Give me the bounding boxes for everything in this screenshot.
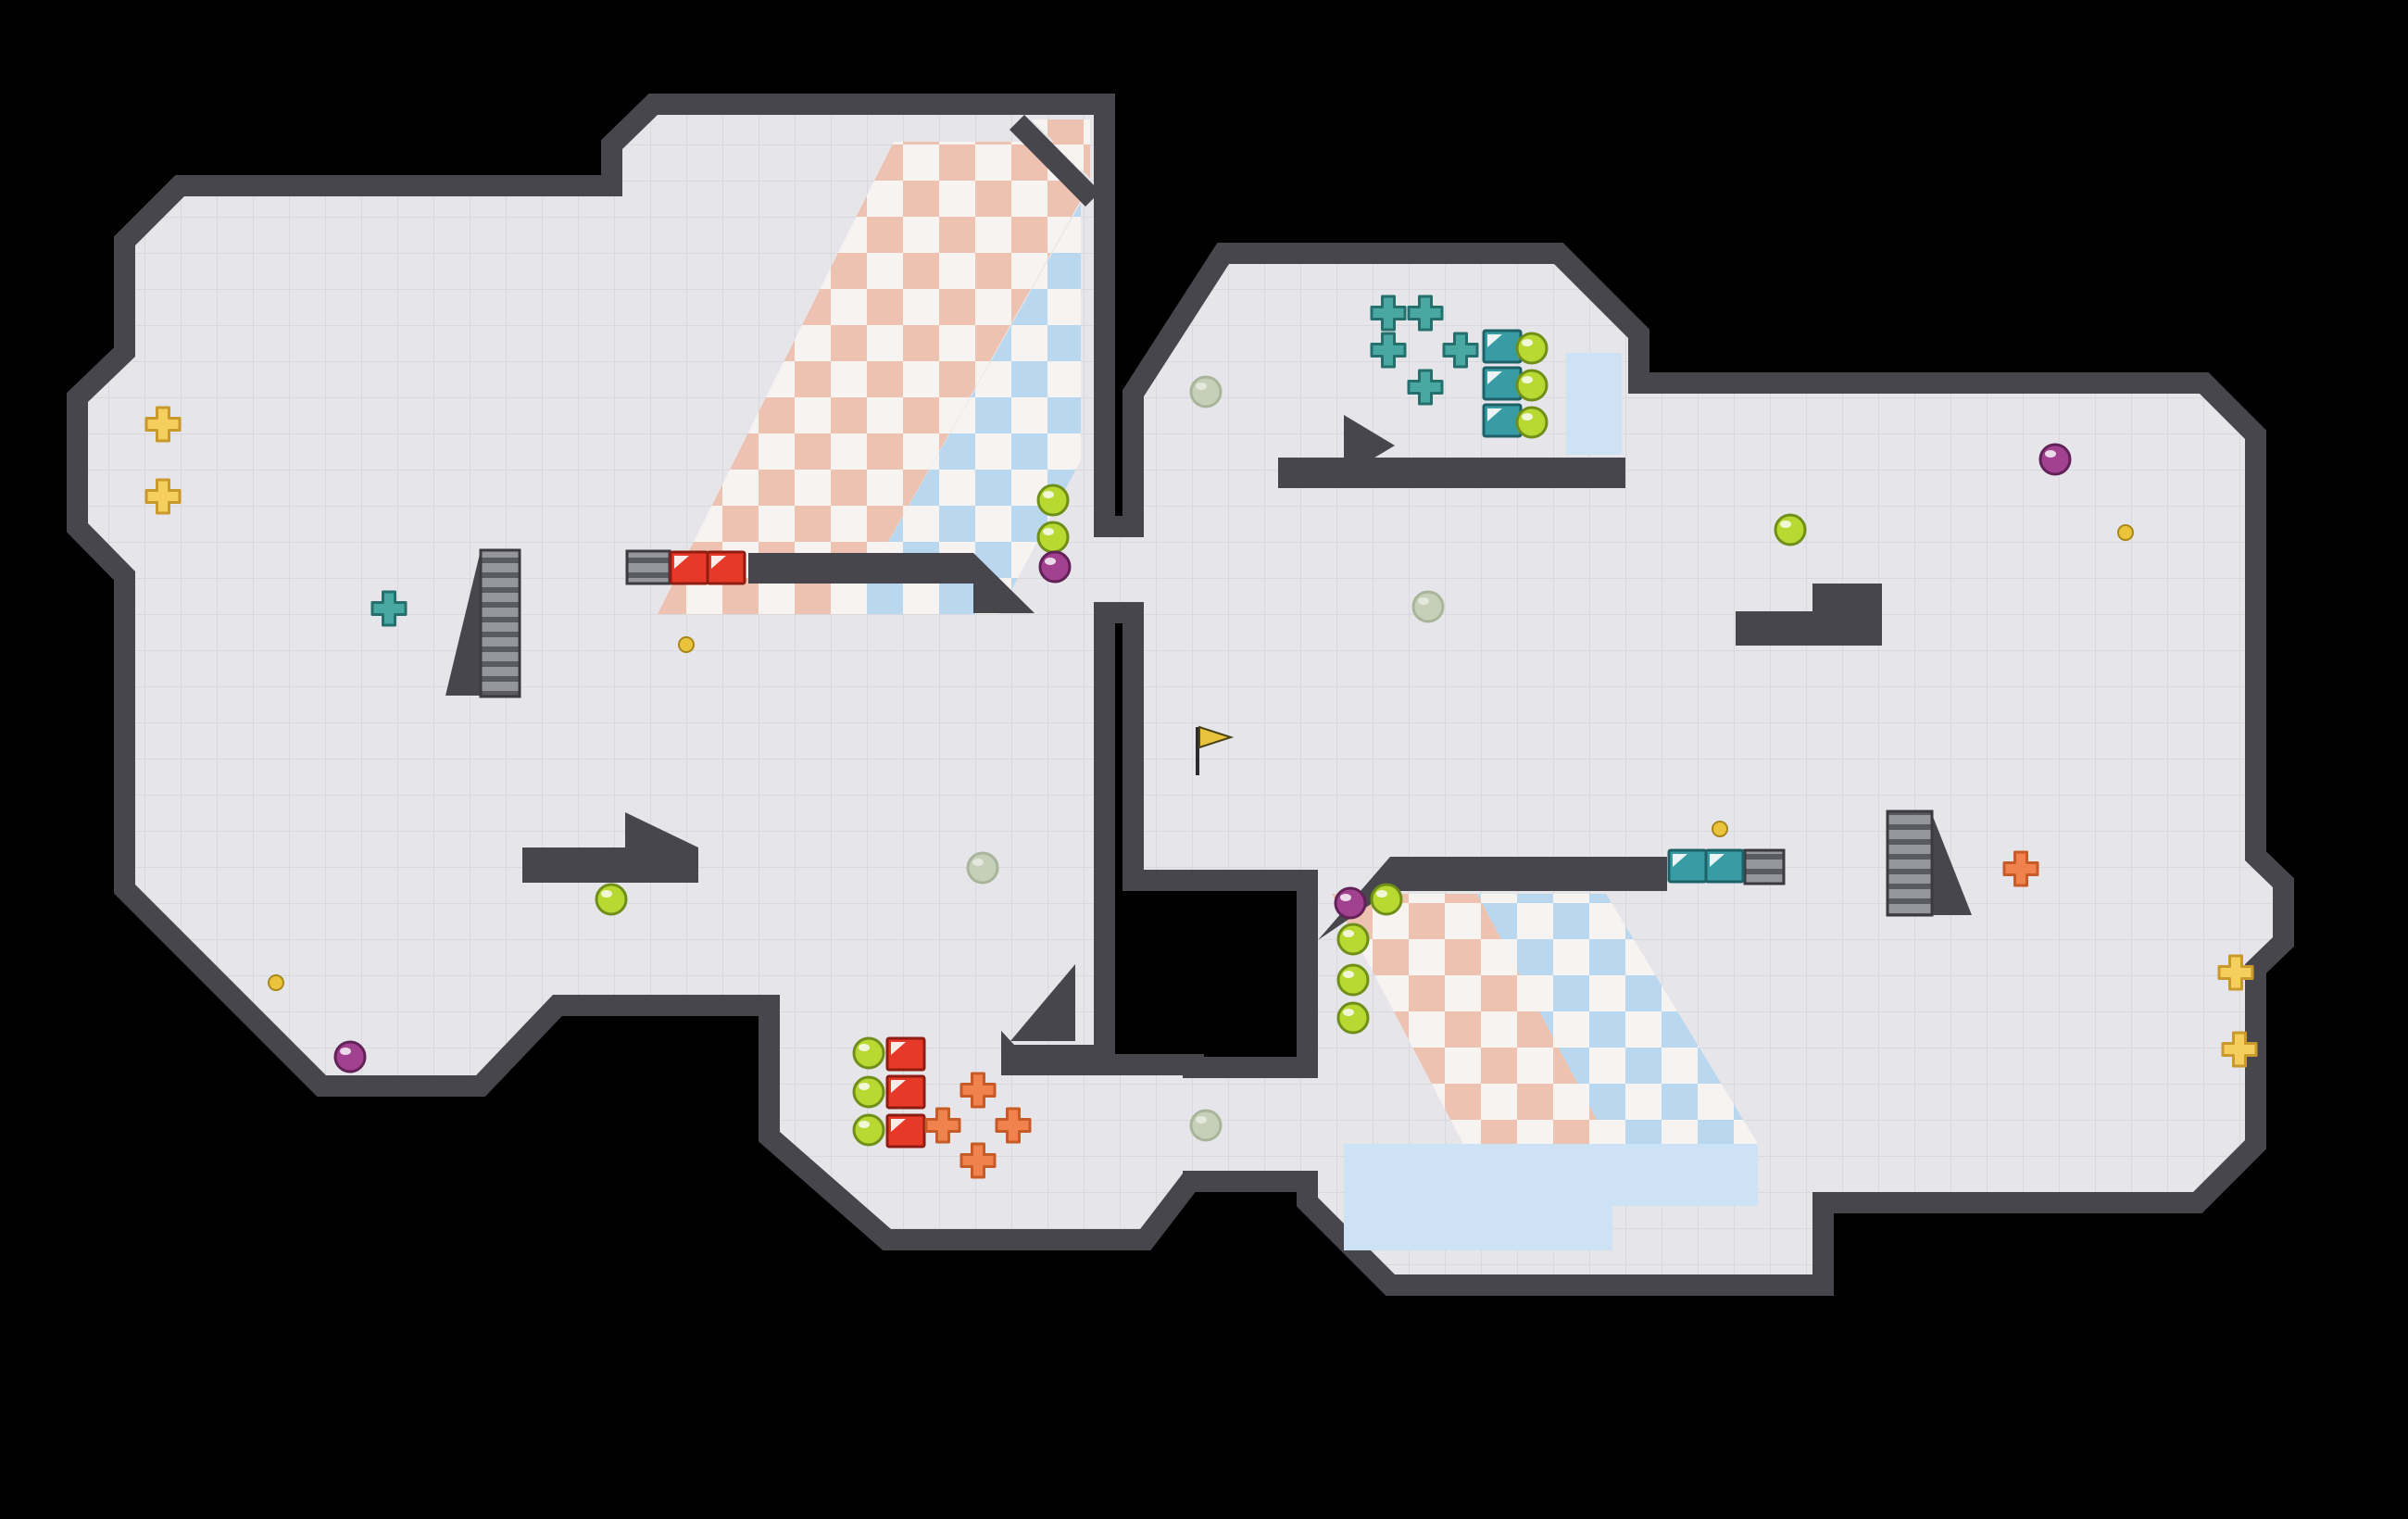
spawn-block-red[interactable] (669, 550, 709, 585)
pellet-yellow[interactable] (678, 636, 695, 653)
orb-purple[interactable] (333, 1040, 367, 1073)
orb-green[interactable] (1336, 1001, 1370, 1035)
orb-green[interactable] (852, 1036, 885, 1070)
vent-block (1886, 810, 1934, 917)
orb-pale[interactable] (1189, 375, 1223, 408)
powerup-cross-teal[interactable] (370, 590, 408, 627)
spawn-block-red[interactable] (885, 1113, 926, 1149)
pellet-yellow[interactable] (268, 974, 284, 991)
wall-wedge (973, 553, 1035, 613)
powerup-cross-teal[interactable] (1407, 295, 1444, 332)
powerup-cross-gold[interactable] (2217, 954, 2254, 991)
spawn-block-teal[interactable] (1667, 848, 1708, 884)
orb-green[interactable] (595, 883, 628, 916)
ramp-blue (1477, 894, 1758, 1144)
spawn-block-red[interactable] (885, 1036, 926, 1072)
orb-green[interactable] (1336, 923, 1370, 956)
ramp-pale (1344, 1144, 1758, 1250)
spawn-block-teal[interactable] (1482, 329, 1523, 364)
orb-green[interactable] (1515, 369, 1549, 402)
ramp-blue (847, 203, 1081, 614)
wall-wedge (1344, 415, 1395, 476)
wall-wedge (1932, 814, 1972, 915)
orb-green[interactable] (1336, 963, 1370, 997)
pellet-yellow[interactable] (2117, 524, 2134, 541)
wall-bar (1390, 857, 1667, 891)
orb-pale[interactable] (966, 851, 999, 885)
powerup-cross-teal[interactable] (1407, 369, 1444, 406)
wall-bar (1812, 584, 1882, 612)
orb-purple[interactable] (1038, 550, 1072, 584)
orb-green[interactable] (1515, 332, 1549, 365)
vent-block (479, 548, 521, 698)
orb-green[interactable] (1515, 406, 1549, 439)
spawn-block-red[interactable] (706, 550, 746, 585)
powerup-cross-orange[interactable] (995, 1107, 1032, 1144)
orb-pale[interactable] (1189, 1109, 1223, 1142)
powerup-cross-teal[interactable] (1370, 332, 1407, 369)
orb-green[interactable] (852, 1075, 885, 1109)
powerup-cross-gold[interactable] (144, 478, 182, 515)
ramp-pale (1566, 353, 1622, 455)
wall-wedge (445, 550, 481, 696)
pellet-yellow[interactable] (1712, 821, 1728, 837)
powerup-cross-orange[interactable] (924, 1107, 961, 1144)
orb-green[interactable] (1036, 521, 1070, 554)
spawn-block-teal[interactable] (1704, 848, 1745, 884)
wall-wedge (1010, 964, 1075, 1041)
wall-wedge (1010, 115, 1100, 207)
spawn-block-teal[interactable] (1482, 366, 1523, 401)
powerup-cross-gold[interactable] (2221, 1031, 2258, 1068)
wall-bar (748, 553, 973, 584)
orb-purple[interactable] (1334, 886, 1367, 920)
orb-green[interactable] (1370, 883, 1403, 916)
wall-bar (522, 847, 698, 883)
powerup-cross-teal[interactable] (1370, 295, 1407, 332)
ramp-pink (658, 142, 1081, 614)
orb-purple[interactable] (2038, 443, 2072, 476)
vent-block (1743, 848, 1786, 885)
ramp-pink (1332, 894, 1610, 1144)
orb-green[interactable] (852, 1113, 885, 1147)
spawn-block-teal[interactable] (1482, 403, 1523, 438)
powerup-cross-orange[interactable] (959, 1142, 997, 1179)
wall-bar (1736, 611, 1882, 646)
vent-block (625, 549, 671, 585)
floor-passage-upper (1075, 537, 1183, 602)
orb-pale[interactable] (1411, 590, 1445, 623)
wall-bar (1278, 458, 1625, 488)
powerup-cross-gold[interactable] (144, 406, 182, 443)
ramp-pink (1032, 119, 1090, 178)
floor-passage-lower (1167, 1078, 1336, 1171)
spawn-block-red[interactable] (885, 1074, 926, 1110)
orb-green[interactable] (1036, 483, 1070, 517)
flag-marker[interactable] (1196, 725, 1235, 775)
orb-green[interactable] (1774, 513, 1807, 546)
wall-wedge (625, 812, 698, 847)
powerup-cross-teal[interactable] (1442, 332, 1479, 369)
powerup-cross-orange[interactable] (2002, 850, 2039, 887)
powerup-cross-orange[interactable] (959, 1072, 997, 1109)
